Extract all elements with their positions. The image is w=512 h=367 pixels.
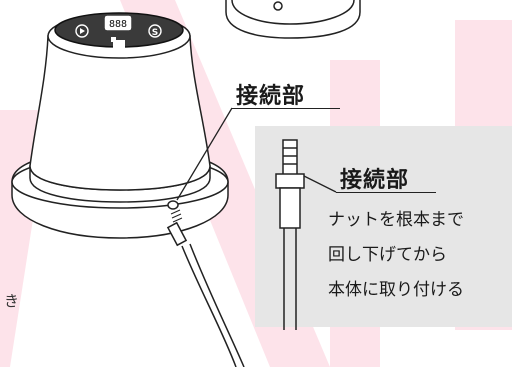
instruction-line-2: 回し下げてから [328,245,447,265]
main-device [11,12,229,239]
upper-device-base [225,0,361,39]
hose-fitting [166,221,188,247]
connection-label-underline [232,108,340,109]
connection-label: 接続部 [236,84,306,109]
device-display-digits: 888 [109,19,127,30]
device-controls: 888 S [75,15,162,48]
instruction-line-1: ナットを根本まで [328,210,464,230]
hose-main [166,209,245,367]
device-body [29,35,211,191]
main-leader-line [176,107,233,201]
device-display [104,15,132,31]
connector-detail [275,139,305,330]
panel-connection-label: 接続部 [340,168,410,193]
s-button-icon [148,24,162,38]
panel-leader-line [303,175,337,193]
panel-connection-underline [336,192,436,193]
play-button-icon [75,24,89,38]
nut [275,173,305,189]
instruction-line-3: 本体に取り付ける [328,280,464,300]
edge-text-fragment: き [4,292,20,310]
mode-icon [113,40,125,48]
connector-port [167,200,179,210]
svg-text:S: S [152,28,158,38]
